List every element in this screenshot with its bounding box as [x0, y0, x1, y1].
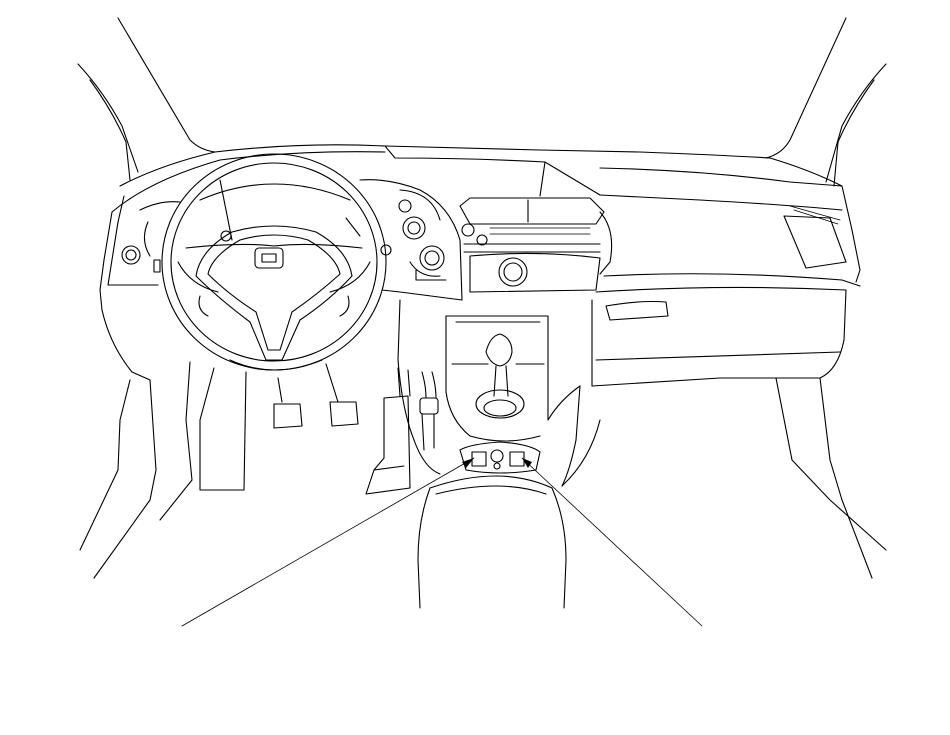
- callout-leader-right: [521, 457, 703, 627]
- callout-leader-left: [181, 457, 475, 627]
- armrest: [417, 475, 567, 609]
- center-console: [397, 299, 581, 487]
- steering-wheel: [161, 153, 387, 371]
- right-dash-panel: [591, 205, 861, 387]
- pedals: [273, 363, 411, 495]
- left-a-pillar: [77, 17, 216, 181]
- radio-unit: [459, 197, 613, 293]
- right-a-pillar: [765, 17, 887, 187]
- console-switch-panel: [459, 441, 541, 474]
- dashboard-top: [111, 144, 861, 283]
- parking-brake: [419, 371, 439, 451]
- center-stack: [359, 179, 463, 301]
- floor-lines: [79, 377, 887, 579]
- left-dash-panel: [99, 195, 181, 381]
- steering-column: [185, 359, 323, 491]
